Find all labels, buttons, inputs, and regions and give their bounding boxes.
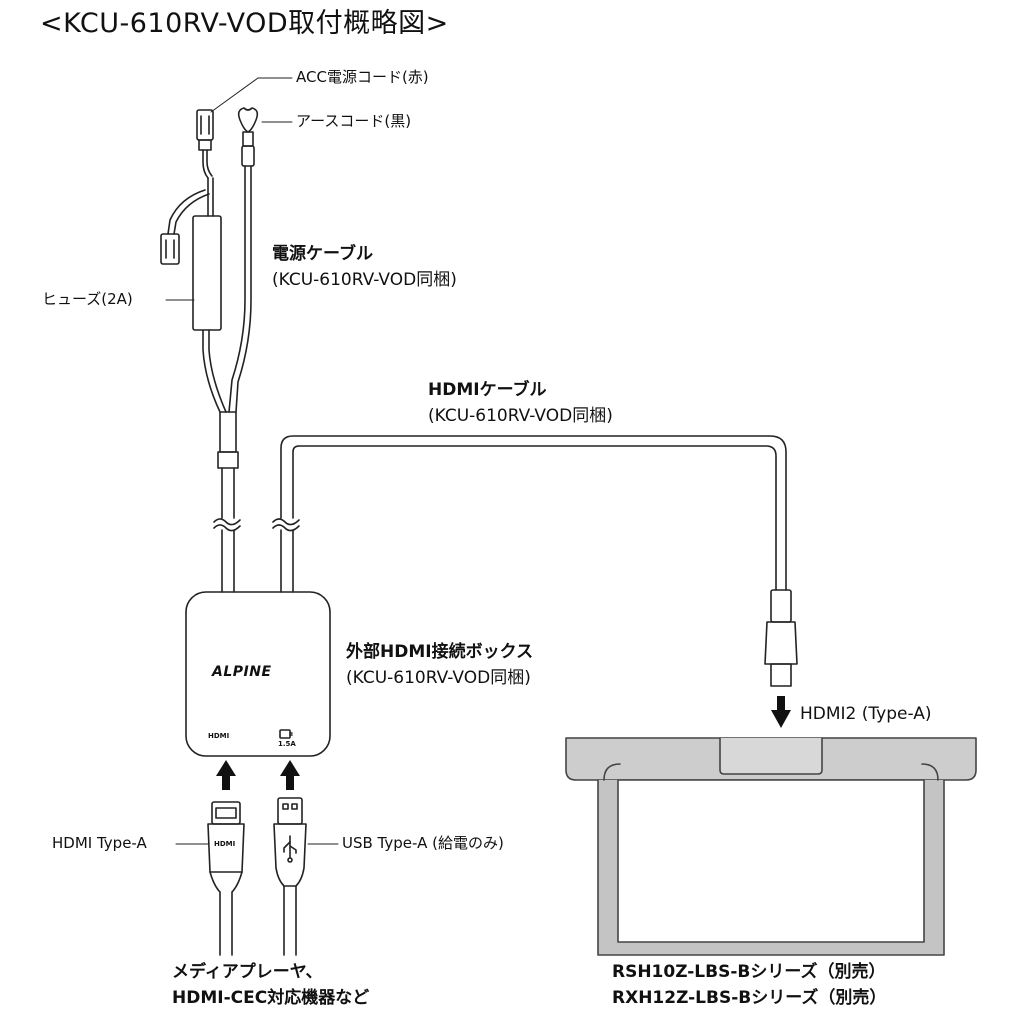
usb-power-icon	[279, 729, 293, 739]
acc-connector	[196, 109, 214, 179]
power-cable-trunk	[217, 411, 239, 593]
ground-ring-terminal	[237, 107, 259, 167]
media-player-label-2: HDMI-CEC対応機器など	[172, 988, 370, 1008]
hdmi-plug-player	[207, 801, 245, 956]
hdmi-cable	[280, 435, 787, 593]
monitor-label-2: RXH12Z-LBS-Bシリーズ（別売）	[612, 988, 887, 1008]
hdmi-cable-note: (KCU-610RV-VOD同梱)	[428, 406, 613, 426]
plug-hdmi-label: HDMI	[214, 840, 236, 848]
box-label: 外部HDMI接続ボックス	[346, 642, 534, 662]
power-cable-label: 電源ケーブル	[272, 244, 373, 264]
usb-type-a-label: USB Type-A (給電のみ)	[342, 834, 504, 852]
diagram-title: <KCU-610RV-VOD取付概略図>	[40, 8, 449, 39]
box-note: (KCU-610RV-VOD同梱)	[346, 668, 531, 688]
arrow-down-monitor	[771, 696, 791, 728]
acc-cord-label: ACC電源コード(赤)	[296, 68, 429, 86]
hdmi-connection-box	[185, 591, 331, 757]
fuse-holder	[192, 215, 222, 331]
monitor-label-1: RSH10Z-LBS-Bシリーズ（別売）	[612, 962, 886, 982]
overhead-monitor	[565, 737, 977, 956]
box-port-hdmi-label: HDMI	[208, 732, 230, 740]
power-cable-note: (KCU-610RV-VOD同梱)	[272, 270, 457, 290]
box-port-usb-label: 1.5A	[278, 740, 296, 748]
fuse-label: ヒューズ(2A)	[42, 290, 133, 308]
hdmi-cable-label: HDMIケーブル	[428, 380, 547, 400]
leader-lines	[165, 77, 339, 845]
power-cable-break	[213, 518, 241, 532]
ground-cord-label: アースコード(黒)	[296, 112, 412, 130]
arrow-up-usb	[280, 760, 300, 790]
acc-wire	[167, 177, 214, 235]
hdmi-cable-break	[272, 518, 300, 532]
hdmi-plug-monitor	[764, 589, 798, 687]
arrow-up-hdmi	[216, 760, 236, 790]
hdmi-type-a-label: HDMI Type-A	[52, 834, 147, 852]
arrows	[216, 696, 791, 790]
acc-wire-lower	[202, 329, 227, 413]
hdmi2-label: HDMI2 (Type-A)	[800, 704, 932, 724]
usb-plug	[273, 797, 307, 956]
brand-logo: ALPINE	[212, 664, 272, 680]
media-player-label-1: メディアプレーヤ、	[172, 962, 323, 982]
fuse-side-connector	[160, 233, 180, 265]
ground-wire	[228, 165, 252, 413]
